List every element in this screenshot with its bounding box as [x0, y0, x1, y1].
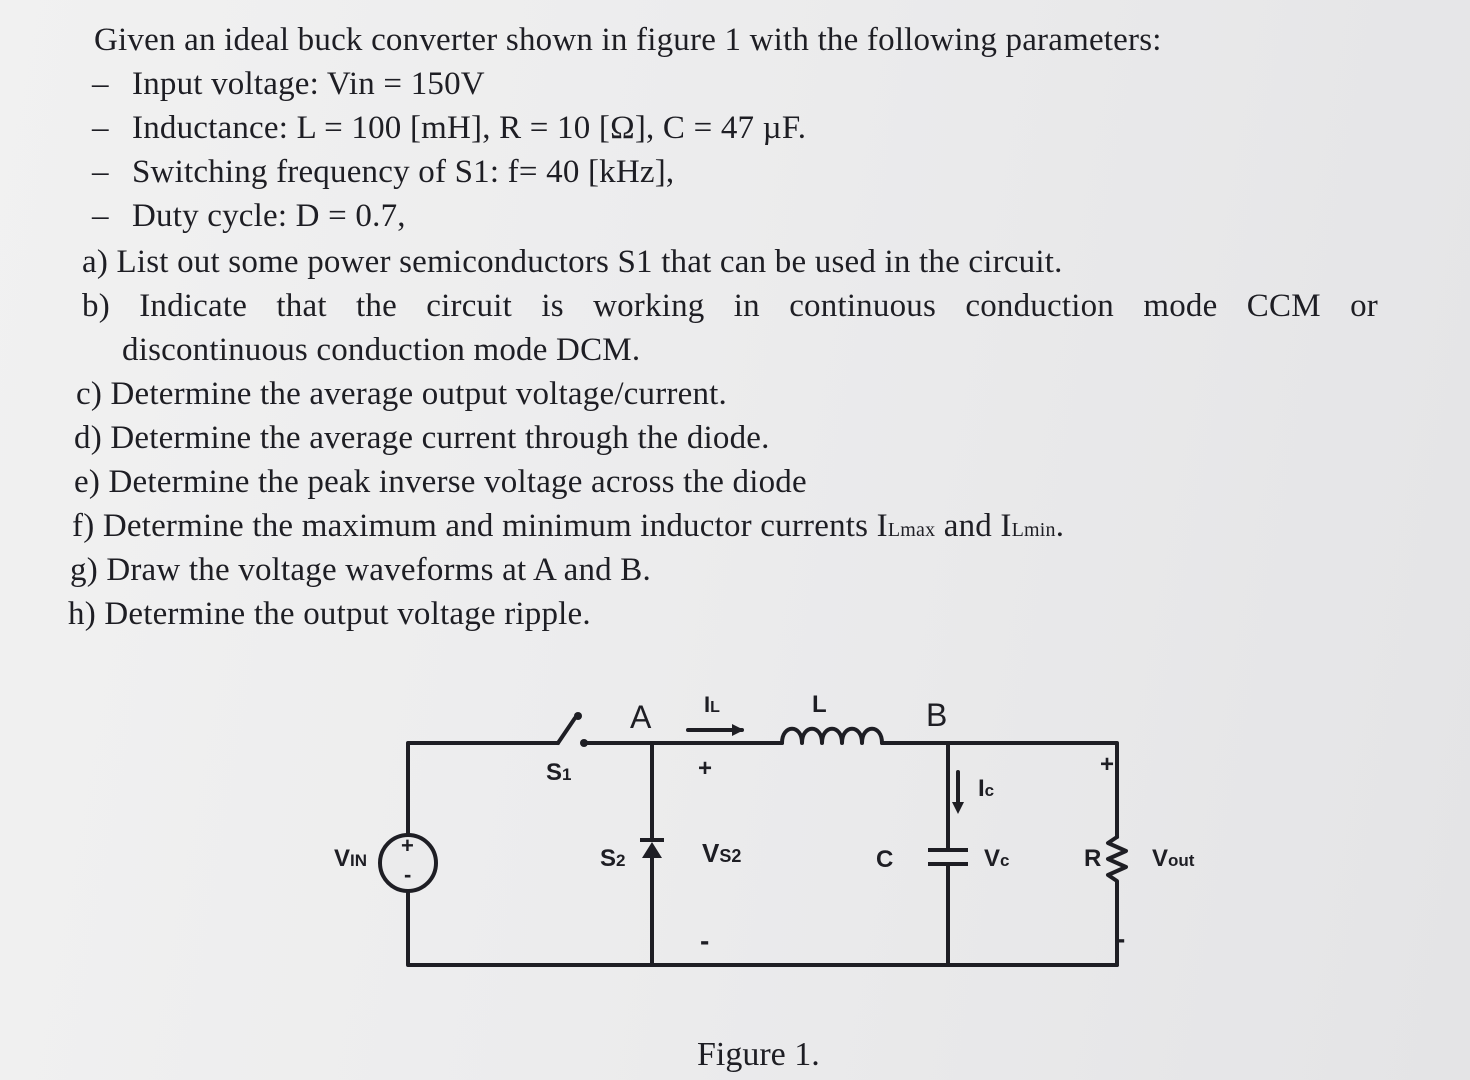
- question-b-word: that: [276, 288, 327, 324]
- s1-main: S: [546, 759, 562, 786]
- question-g: g) Draw the voltage waveforms at A and B…: [70, 552, 651, 588]
- param-text: Inductance: L = 100 [mH], R = 10 [Ω], C …: [132, 110, 807, 146]
- vin-label: VIN: [334, 845, 367, 872]
- s2-main: S: [600, 845, 616, 872]
- figure-caption: Figure 1.: [697, 1036, 820, 1073]
- inductor-label: L: [812, 691, 827, 718]
- resistor-zigzag: [1106, 835, 1128, 967]
- intro-text: Given an ideal buck converter shown in f…: [94, 22, 1162, 58]
- vs2-main: V: [702, 838, 720, 868]
- vout-minus: -: [1116, 923, 1125, 954]
- question-b-word: in: [733, 288, 760, 324]
- ic-arrow-head: [952, 802, 964, 814]
- vc-label: Vc: [984, 845, 1009, 872]
- vs2-sub: S2: [719, 846, 741, 866]
- ic-sub: c: [985, 781, 994, 800]
- question-b-word: Indicate: [139, 288, 248, 324]
- resistor-label: R: [1084, 845, 1101, 872]
- param-duty-cycle: –Duty cycle: D = 0.7,: [92, 196, 406, 236]
- question-b-word: mode: [1143, 288, 1218, 324]
- il-label: IL: [704, 692, 720, 717]
- question-c: c) Determine the average output voltage/…: [76, 376, 727, 412]
- param-text: Input voltage: Vin = 150V: [132, 66, 485, 102]
- s2-label: S2: [600, 845, 625, 872]
- question-b-word: or: [1350, 288, 1378, 324]
- bullet-dash: –: [92, 66, 109, 102]
- diode-triangle: [642, 842, 662, 858]
- vc-sub: c: [1000, 851, 1009, 870]
- bullet-dash: –: [92, 198, 109, 234]
- question-b: b) Indicate that the circuit is working …: [82, 286, 1378, 326]
- node-b-label: B: [926, 697, 947, 733]
- bullet-dash: –: [92, 110, 109, 146]
- question-d: d) Determine the average current through…: [74, 420, 770, 456]
- question-b-word: b): [82, 288, 110, 324]
- vout-main: V: [1152, 845, 1168, 872]
- question-b-word: conduction: [965, 288, 1114, 324]
- capacitor-label: C: [876, 846, 893, 873]
- source-plus: +: [401, 833, 414, 858]
- vin-main: V: [334, 845, 350, 872]
- vout-label: Vout: [1152, 845, 1195, 872]
- inductor-coil: [780, 726, 884, 745]
- s1-sub: 1: [562, 765, 571, 784]
- s2-sub: 2: [616, 851, 625, 870]
- vout-plus: +: [1100, 751, 1114, 778]
- question-f-mid: and I: [935, 508, 1012, 544]
- vs2-plus: +: [698, 755, 712, 782]
- vout-sub: out: [1168, 851, 1195, 870]
- vs2-minus: -: [700, 925, 709, 956]
- question-b-word: is: [541, 288, 564, 324]
- wire-inductor-to-load: [880, 741, 1119, 839]
- question-f-text: f) Determine the maximum and minimum ind…: [72, 508, 888, 544]
- il-arrow-head: [732, 724, 744, 736]
- question-b-word: continuous: [789, 288, 937, 324]
- question-h: h) Determine the output voltage ripple.: [68, 596, 591, 632]
- il-sub: L: [710, 699, 720, 716]
- question-a: a) List out some power semiconductors S1…: [82, 244, 1063, 280]
- subscript-lmax: Lmax: [887, 519, 936, 541]
- question-b-word: the: [356, 288, 397, 324]
- param-text: Switching frequency of S1: f= 40 [kHz],: [132, 154, 675, 190]
- question-b-continued: discontinuous conduction mode DCM.: [122, 332, 641, 368]
- question-e: e) Determine the peak inverse voltage ac…: [74, 464, 807, 500]
- question-b-word: CCM: [1246, 288, 1321, 324]
- param-switching-frequency: –Switching frequency of S1: f= 40 [kHz],: [92, 152, 674, 192]
- wire-bottom-rail: [406, 876, 1119, 967]
- question-b-word: circuit: [426, 288, 512, 324]
- switch-s1-blade: [556, 716, 577, 745]
- voltage-source-symbol: [378, 833, 438, 893]
- source-minus: -: [404, 862, 411, 887]
- vc-main: V: [984, 845, 1000, 872]
- node-a-label: A: [630, 699, 652, 735]
- vs2-label: VS2: [702, 838, 741, 868]
- vin-sub: IN: [350, 851, 367, 870]
- il-main: I: [704, 692, 710, 717]
- ic-label: Ic: [978, 775, 994, 802]
- param-text: Duty cycle: D = 0.7,: [132, 198, 406, 234]
- switch-pivot: [574, 712, 582, 720]
- question-f-end: .: [1055, 508, 1065, 544]
- param-input-voltage: –Input voltage: Vin = 150V: [92, 64, 485, 104]
- param-inductance: –Inductance: L = 100 [mH], R = 10 [Ω], C…: [92, 108, 806, 148]
- switch-contact: [580, 739, 588, 747]
- subscript-lmin: Lmin: [1011, 519, 1056, 541]
- ic-main: I: [978, 775, 985, 802]
- wire-vin-to-s1: [406, 741, 560, 850]
- bullet-dash: –: [92, 154, 109, 190]
- question-b-word: working: [593, 288, 705, 324]
- question-f: f) Determine the maximum and minimum ind…: [72, 506, 1064, 550]
- s1-label: S1: [546, 759, 571, 786]
